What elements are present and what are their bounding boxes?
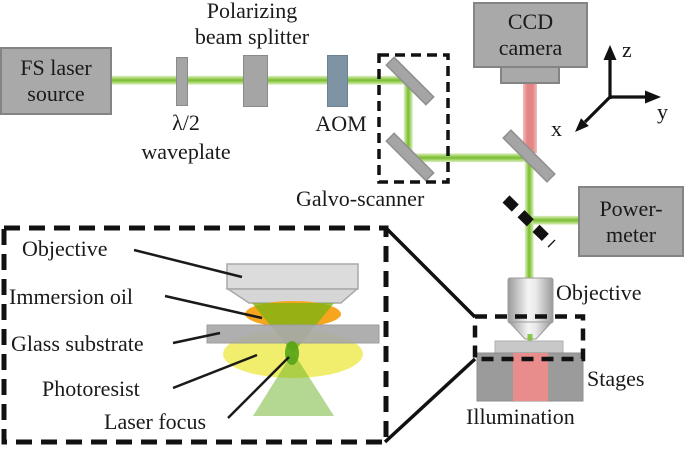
half-waveplate-label: λ/2 waveplate (126, 108, 246, 166)
pbs-label-line1: Polarizing (206, 0, 298, 23)
power-meter-label-line2: meter (605, 221, 657, 247)
half-waveplate-element (176, 57, 188, 106)
galvo-scanner-dashed-box (377, 53, 450, 184)
stages-label: Stages (587, 366, 645, 391)
ccd-camera-label-line1: CCD (507, 9, 554, 34)
coordinate-axes (575, 45, 661, 132)
glass-substrate-leader-line (172, 331, 221, 345)
sample-region-dashed-box (472, 314, 586, 362)
x-axis-arrowhead-icon (575, 118, 589, 132)
laser-focus-spot (285, 341, 299, 365)
sample-holder-slab (494, 340, 564, 354)
green-beam-galvo-vertical (403, 79, 413, 159)
dichroic-mirror (502, 129, 556, 183)
waveplate-label-line1: λ/2 (172, 110, 200, 135)
green-beam-galvo-to-dichroic (407, 153, 534, 163)
flip-mirror (502, 195, 556, 248)
aom-element (327, 55, 348, 107)
aom-label: AOM (315, 111, 367, 136)
y-axis-label: y (657, 99, 668, 124)
fs-laser-source-label-line1: FS laser (20, 55, 92, 80)
objective-label: Objective (556, 280, 642, 305)
pbs-label-line2: beam splitter (194, 24, 310, 49)
objective-lens-nose (507, 321, 554, 340)
power-meter-box: Power- meter (578, 186, 684, 257)
inset-focus-region (133, 248, 380, 419)
illumination-label: Illumination (466, 404, 575, 429)
waveplate-label-line2: waveplate (141, 139, 231, 164)
x-axis-line (583, 95, 612, 124)
objective-leader-line (133, 248, 243, 279)
inset-immersion-oil-label: Immersion oil (9, 284, 134, 309)
red-beam-ccd (523, 83, 537, 153)
inset-glass-substrate-label: Glass substrate (11, 331, 144, 356)
inset-objective-nose (225, 288, 359, 304)
inset-dashed-box (1, 225, 389, 445)
y-axis-arrowhead-icon (645, 90, 661, 104)
green-beam-to-powermeter (533, 215, 579, 225)
power-meter-label-line1: Power- (599, 195, 663, 221)
galvo-scanner-label: Galvo-scanner (296, 186, 425, 211)
inset-objective-label: Objective (22, 236, 108, 261)
x-axis-label: x (551, 116, 562, 141)
lower-laser-cone (253, 352, 334, 416)
galvo-mirror-bottom (385, 132, 435, 182)
galvo-mirror-top (385, 56, 435, 106)
immersion-oil-leader-line (164, 294, 263, 320)
inset-connector-line-bottom (383, 357, 477, 444)
photoresist-leader-line (172, 353, 258, 390)
ccd-camera-label-line2: camera (498, 35, 563, 60)
polarizing-beam-splitter-label: Polarizing beam splitter (178, 0, 326, 50)
ccd-camera-mount (500, 68, 560, 84)
inset-laser-focus-label: Laser focus (104, 409, 207, 434)
inset-connector-line-top (384, 226, 477, 319)
laser-focus-leader-line (227, 356, 290, 419)
fs-laser-source-label-line2: source (27, 81, 85, 106)
green-beam-focus-tip (527, 334, 533, 343)
z-axis-arrowhead-icon (603, 45, 617, 60)
inset-photoresist-label: Photoresist (42, 376, 140, 401)
z-axis-label: z (622, 37, 632, 62)
glass-substrate-bar (206, 324, 380, 344)
polarizing-beam-splitter-element (243, 55, 268, 107)
inset-objective-body (226, 263, 359, 290)
ccd-camera-box: CCD camera (473, 2, 588, 68)
fs-laser-source-box: FS laser source (0, 47, 112, 115)
